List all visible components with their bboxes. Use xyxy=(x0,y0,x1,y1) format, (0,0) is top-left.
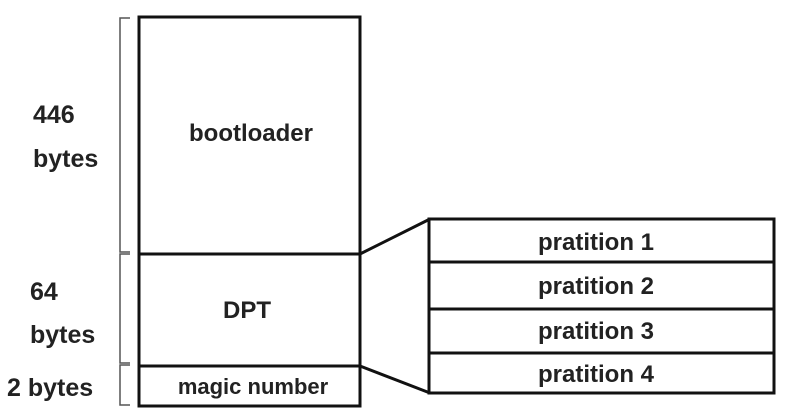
bootloader-size-bracket xyxy=(119,17,130,253)
dpt-size-bracket xyxy=(119,253,130,364)
dpt-size-number: 64 xyxy=(30,278,58,306)
connector-bottom xyxy=(359,364,431,395)
bootloader-size-number: 446 xyxy=(33,101,75,129)
partition-4-label: pratition 4 xyxy=(538,361,655,388)
magic-size-bracket xyxy=(119,364,130,406)
partition-2-label: pratition 2 xyxy=(538,273,654,300)
bootloader-size-unit: bytes xyxy=(33,145,98,173)
magic-number-block xyxy=(137,364,362,408)
partition-4-row xyxy=(427,351,776,395)
dpt-label: DPT xyxy=(223,297,271,324)
magic-size-label: 2 bytes xyxy=(7,374,93,402)
magic-number-label: magic number xyxy=(178,374,329,399)
partition-1-label: pratition 1 xyxy=(538,229,654,256)
partition-3-label: pratition 3 xyxy=(538,318,654,345)
connector-top xyxy=(359,217,431,256)
dpt-size-unit: bytes xyxy=(30,321,95,349)
bootloader-label: bootloader xyxy=(189,120,313,147)
